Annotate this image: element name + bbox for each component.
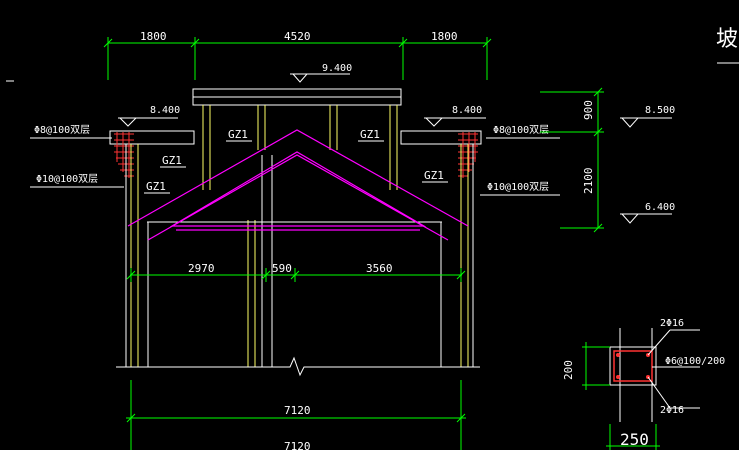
side-dimension xyxy=(540,87,604,233)
dim-mid-right: 3560 xyxy=(366,262,393,275)
elev-side-upper: 8.500 xyxy=(645,105,675,116)
section-stirrups: Φ6@100/200 xyxy=(665,356,725,367)
elev-eave-left: 8.400 xyxy=(150,105,180,116)
dim-mid-center: 590 xyxy=(272,262,292,275)
elev-side-lower: 6.400 xyxy=(645,202,675,213)
tag-gz1-top-right: GZ1 xyxy=(360,128,380,141)
section-width: 250 xyxy=(620,430,649,449)
top-beam xyxy=(192,88,402,106)
dim-top-right: 1800 xyxy=(431,30,458,43)
dim-mid-left: 2970 xyxy=(188,262,215,275)
section-bottom-bars: 2Φ16 xyxy=(660,405,684,416)
dim-top-left: 1800 xyxy=(140,30,167,43)
ridge-elevation-marker xyxy=(290,73,350,83)
elev-ridge: 9.400 xyxy=(322,63,352,74)
rebar-note-left-upper: Φ8@100双层 xyxy=(34,124,90,136)
ground-line xyxy=(116,356,480,377)
tag-gz1-mid-left: GZ1 xyxy=(162,154,182,167)
tag-underlines xyxy=(144,140,448,194)
dim-side-lower: 2100 xyxy=(582,168,595,195)
bottom-dimension xyxy=(126,380,466,450)
eave-beams xyxy=(109,130,482,145)
side-elevation-markers xyxy=(620,117,672,224)
elev-eave-right: 8.400 xyxy=(452,105,482,116)
rebar-note-left-lower: Φ10@100双层 xyxy=(36,173,98,185)
dim-side-upper: 900 xyxy=(582,100,595,120)
section-top-bars: 2Φ16 xyxy=(660,318,684,329)
tag-gz1-low-left: GZ1 xyxy=(146,180,166,193)
rebar-note-right-lower: Φ10@100双层 xyxy=(487,181,549,193)
column-outlines xyxy=(125,144,474,367)
eave-elevation-markers xyxy=(118,117,486,127)
rebar-leaders xyxy=(30,137,560,196)
tag-gz1-top-left: GZ1 xyxy=(228,128,248,141)
tag-gz1-right: GZ1 xyxy=(424,169,444,182)
dim-bottom-1: 7120 xyxy=(284,404,311,417)
section-detail xyxy=(582,328,700,450)
dim-bottom-2: 7120 xyxy=(284,440,311,450)
roof-truss xyxy=(127,129,469,241)
top-dimension-chain xyxy=(103,37,492,80)
rebar-note-right-upper: Φ8@100双层 xyxy=(493,124,549,136)
section-height: 200 xyxy=(562,360,575,380)
columns xyxy=(130,105,469,367)
title-fragment: 坡 xyxy=(716,27,738,52)
mid-dimension-chain xyxy=(126,268,466,282)
dim-top-center: 4520 xyxy=(284,30,311,43)
